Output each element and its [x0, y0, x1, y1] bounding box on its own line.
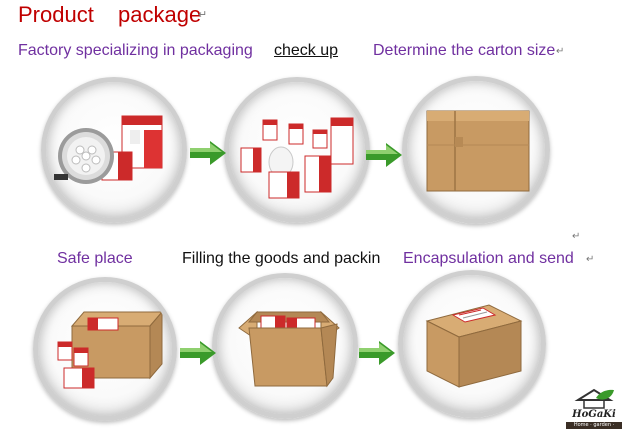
label-encapsulation-send: Encapsulation and send: [403, 250, 574, 267]
logo-bar: [566, 422, 622, 429]
step-image-filling: [212, 273, 358, 419]
paragraph-mark: ↵: [198, 9, 208, 21]
arrow-right-icon: [366, 143, 402, 167]
step-image-factory: [41, 77, 187, 223]
arrow-right-icon: [190, 141, 226, 165]
page-title: Product package ↵: [18, 2, 207, 36]
step-image-safe-place: [33, 277, 177, 421]
paragraph-mark: ↵: [572, 231, 581, 242]
led-downlight-illustration: [54, 115, 163, 184]
closed-carton-illustration: [426, 110, 530, 192]
paragraph-mark: ↵: [586, 254, 595, 265]
label-factory-packaging: Factory specializing in packaging: [18, 42, 253, 59]
label-check-up: check up: [274, 42, 339, 59]
title-word-package: package: [118, 2, 202, 27]
carton-with-boxes-illustration: [57, 310, 164, 389]
boxed-bulbs-illustration: [240, 117, 354, 199]
step-image-encapsulation: [398, 270, 546, 418]
label-determine-carton-size: Determine the carton size: [373, 42, 556, 59]
step-image-carton-size: [402, 76, 550, 224]
label-filling-goods: Filling the goods and packin: [182, 250, 381, 267]
open-carton-filled-illustration: [238, 310, 340, 388]
arrow-right-icon: [180, 341, 216, 365]
logo-tagline: Home · garden · kitchen: [573, 422, 615, 435]
arrow-right-icon: [359, 341, 395, 365]
house-leaf-icon: [574, 388, 614, 409]
step-image-check-up: [224, 77, 370, 223]
paragraph-mark: ↵: [556, 46, 565, 57]
sealed-carton-illustration: [425, 304, 523, 388]
title-word-product: Product: [18, 2, 94, 27]
logo-name: HoGaKi: [572, 409, 616, 420]
label-safe-place: Safe place: [57, 250, 133, 267]
logo: HoGaKi Home · garden · kitchen: [566, 386, 622, 440]
